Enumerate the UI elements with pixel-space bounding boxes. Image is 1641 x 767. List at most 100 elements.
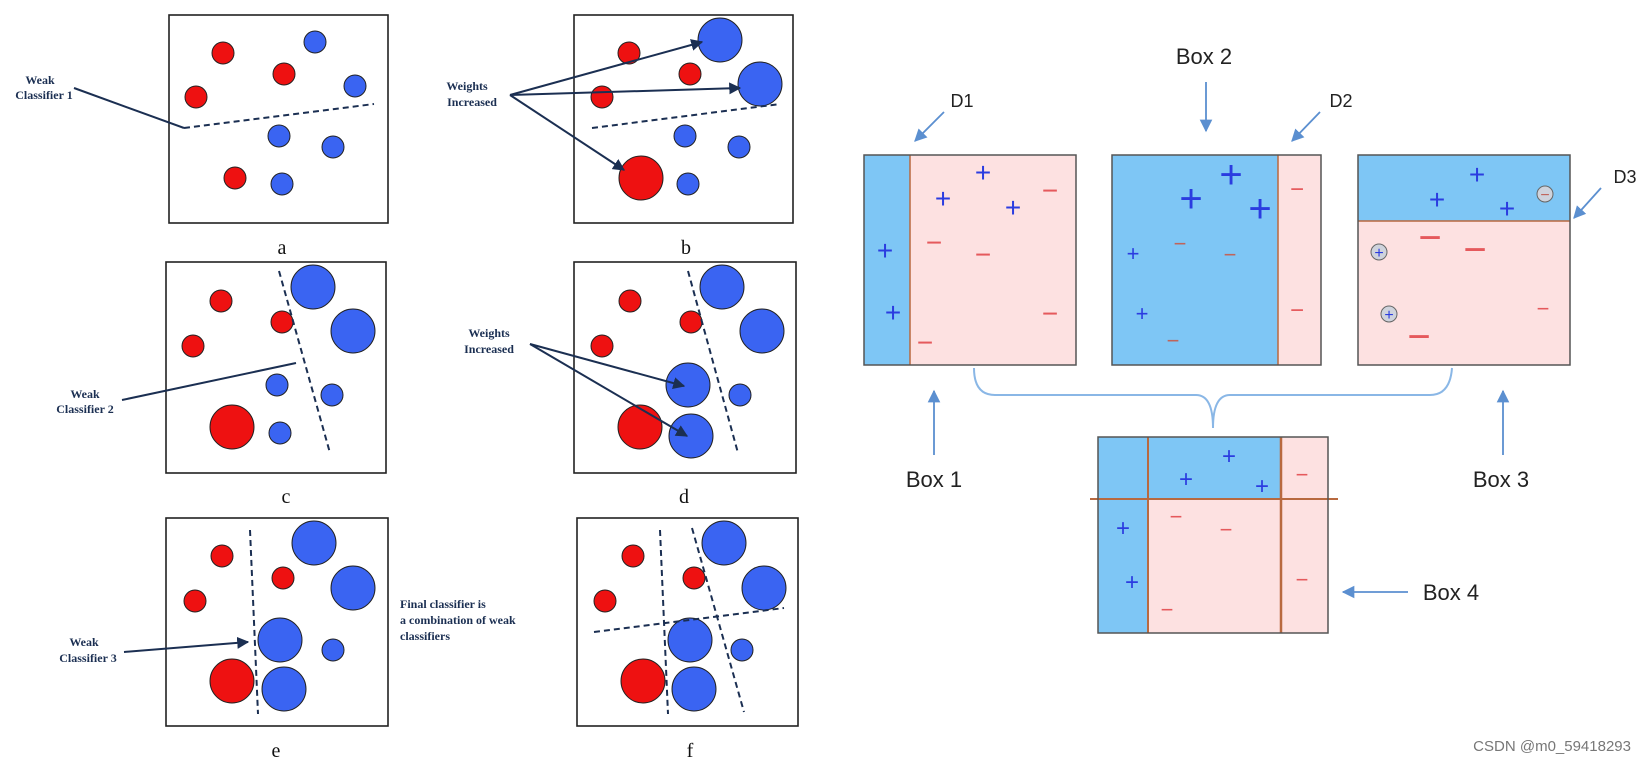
misclassified-marker (1536, 185, 1554, 203)
pointer-line (73, 87, 185, 129)
blue-point (673, 124, 697, 148)
plus-sign: + (1499, 193, 1515, 224)
red-point (618, 289, 642, 313)
blue-point-weighted (665, 362, 711, 408)
watermark: CSDN @m0_59418293 (1473, 738, 1631, 755)
d2-label: D2 (1329, 91, 1352, 111)
red-point-weighted (209, 658, 255, 704)
plus-sign: + (1222, 443, 1236, 470)
plus-sign: + (1116, 515, 1130, 542)
minus-sign: − (1170, 504, 1183, 529)
minus-sign: − (1290, 297, 1304, 324)
box-1-label: Box 1 (906, 467, 962, 492)
red-point (181, 334, 205, 358)
d3-arrow (1573, 187, 1602, 219)
blue-point-weighted (739, 308, 785, 354)
annotation-line: Increased (464, 342, 514, 356)
weak-classifier-1-boundary (591, 103, 781, 129)
minus-sign: − (1174, 231, 1187, 256)
plus-sign-weighted: + (1248, 187, 1271, 231)
d3-label: D3 (1613, 167, 1636, 187)
plus-sign: + (1374, 245, 1383, 262)
classifier-3-boundary (659, 529, 669, 715)
panel-d: d (573, 261, 797, 508)
minus-sign: − (926, 227, 942, 258)
d1-arrow (914, 111, 945, 142)
red-point (678, 62, 702, 86)
red-point (590, 334, 614, 358)
blue-point (320, 383, 344, 407)
box-3: + + + − + + − − − − (1357, 154, 1571, 366)
blue-point (676, 172, 700, 196)
minus-sign: − (1540, 187, 1549, 204)
annotation-line: Weights (468, 326, 510, 340)
plus-sign: + (935, 183, 951, 214)
annotation-line: a combination of weak (400, 613, 516, 627)
blue-point (321, 638, 345, 662)
red-point (590, 85, 614, 109)
minus-sign-weighted: − (1418, 216, 1441, 260)
red-point (617, 41, 641, 65)
annotation-line: Weak (25, 73, 55, 87)
red-point (593, 589, 617, 613)
d2-arrow (1291, 111, 1321, 142)
minus-sign: − (1296, 567, 1309, 592)
blue-point (728, 383, 752, 407)
blue-point (730, 638, 754, 662)
minus-sign: − (1042, 298, 1058, 329)
plus-sign-weighted: + (1219, 153, 1242, 197)
minus-sign: − (917, 327, 933, 358)
annotation-line: Weak (70, 387, 100, 401)
annotation-line: classifiers (400, 629, 450, 643)
minus-sign: − (1167, 328, 1180, 353)
weak-classifier-2-boundary (278, 270, 331, 454)
blue-point (267, 124, 291, 148)
annotation-final-classifier: Final classifier is a combination of wea… (400, 597, 516, 643)
box-3-label: Box 3 (1473, 467, 1529, 492)
red-point (210, 544, 234, 568)
weak-classifier-1-boundary (183, 103, 375, 129)
minus-sign: − (1224, 242, 1237, 267)
red-point (271, 566, 295, 590)
blue-point-weighted (667, 617, 713, 663)
blue-point (343, 74, 367, 98)
minus-sign: − (975, 239, 991, 270)
weak-classifier-3-boundary (249, 529, 259, 715)
blue-point (303, 30, 327, 54)
annotation-line: Final classifier is (400, 597, 486, 611)
panel-label-f: f (687, 740, 694, 762)
red-point (209, 289, 233, 313)
panel-f: f (576, 517, 799, 762)
blue-point-weighted (290, 264, 336, 310)
red-point (682, 566, 706, 590)
pointer-line (509, 82, 742, 96)
blue-point-weighted (699, 264, 745, 310)
panel-b: b (573, 14, 794, 259)
blue-point-weighted (741, 565, 787, 611)
misclassified-marker (1370, 243, 1388, 261)
annotation-line: Weights (446, 79, 488, 93)
minus-sign: − (1220, 517, 1233, 542)
annotation-line: Weak (69, 635, 99, 649)
red-point-weighted (618, 155, 664, 201)
minus-sign: − (1296, 462, 1309, 487)
blue-point-weighted (330, 308, 376, 354)
box-4: + + + + + − − − − − (1090, 436, 1338, 634)
blue-point (321, 135, 345, 159)
annotation-weak-classifier-3: Weak Classifier 3 (59, 635, 250, 665)
blue-point-weighted (668, 413, 714, 459)
weak-classifier-2-boundary (687, 270, 739, 454)
misclassified-marker (1380, 305, 1398, 323)
classifier-1-boundary (593, 607, 785, 633)
blue-point-weighted (330, 565, 376, 611)
pointer-line (121, 362, 297, 401)
box-2-label: Box 2 (1176, 44, 1232, 69)
pointer-line (509, 94, 626, 171)
plus-sign-weighted: + (1179, 177, 1202, 221)
red-point (621, 544, 645, 568)
blue-point-weighted (737, 61, 783, 107)
blue-point-weighted (701, 520, 747, 566)
annotation-weights-increased-b: Weights Increased (446, 39, 742, 171)
pointer-line (123, 636, 250, 653)
minus-sign: − (1161, 597, 1174, 622)
